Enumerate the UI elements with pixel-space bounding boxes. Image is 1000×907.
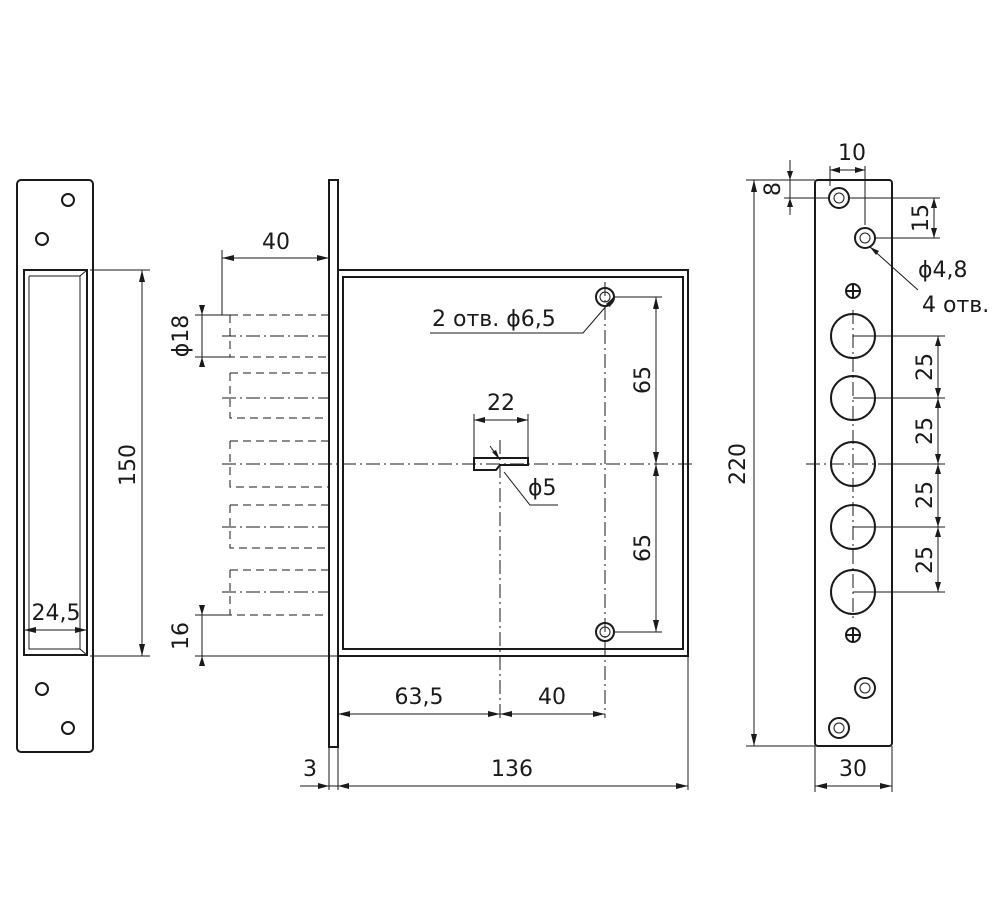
strike-width-label: 24,5: [32, 601, 81, 626]
bolt-outlines: [222, 314, 329, 616]
bolt-diameter-label: ϕ18: [169, 315, 194, 358]
strike-hole-bottom-right: [61, 721, 75, 735]
strike-plate-cutout: [23, 269, 88, 656]
screw-hole-4: [828, 717, 850, 739]
faceplate-width-label: 30: [839, 757, 867, 782]
strike-plate-outline: [16, 179, 94, 753]
strike-plate-view: 150 24,5: [16, 179, 150, 753]
bolt-pitch-2-label: 25: [913, 417, 938, 445]
spindle-width-label: 22: [487, 391, 515, 416]
faceplate-thickness-label: 3: [303, 757, 317, 782]
strike-plate-cutout-inner: [28, 269, 88, 656]
fixing-point-bottom: [845, 627, 861, 643]
hole-gap-label: 15: [909, 204, 934, 232]
screw-hole-2: [854, 227, 876, 249]
hole-offset-x-label: 10: [838, 141, 866, 166]
backset-label: 63,5: [395, 685, 444, 710]
screw-hole-note-1: ϕ4,8: [918, 258, 968, 283]
strike-hole-top-right: [61, 193, 75, 207]
screw-hole-1: [828, 187, 850, 209]
faceplate-height-label: 220: [726, 443, 751, 485]
fixing-point-top: [845, 283, 861, 299]
spindle-hole-label: ϕ5: [528, 476, 557, 501]
screw-hole-3: [854, 677, 876, 699]
lock-body-view: 22 ϕ5 2 отв. ϕ6,5 65 65 40 ϕ18: [169, 179, 695, 790]
body-depth-label: 136: [491, 757, 533, 782]
screw-hole-note-2: 4 отв.: [922, 293, 989, 318]
hole-offset-y-label: 8: [761, 182, 786, 196]
bolt-pitch-3-label: 25: [913, 481, 938, 509]
strike-hole-top-left: [35, 232, 49, 246]
faceplate-view: 10 8 15 ϕ4,8 4 отв. 25: [726, 141, 989, 792]
hole-spacing-lower-label: 65: [631, 534, 656, 562]
strike-height-label: 150: [116, 444, 141, 486]
bolt-pitch-1-label: 25: [913, 353, 938, 381]
spindle-to-hole-label: 40: [538, 685, 566, 710]
mount-holes-note: 2 отв. ϕ6,5: [432, 307, 556, 332]
hole-spacing-upper-label: 65: [631, 366, 656, 394]
bolt-offset-label: 16: [169, 622, 194, 650]
strike-hole-bottom-left: [35, 682, 49, 696]
spindle-slot: [473, 457, 529, 471]
lock-case-inner: [342, 276, 684, 650]
bolt-extension-label: 40: [262, 230, 290, 255]
faceplate-outline: [814, 179, 893, 747]
lock-case-outer: [337, 269, 689, 657]
bolt-pitch-4-label: 25: [913, 546, 938, 574]
